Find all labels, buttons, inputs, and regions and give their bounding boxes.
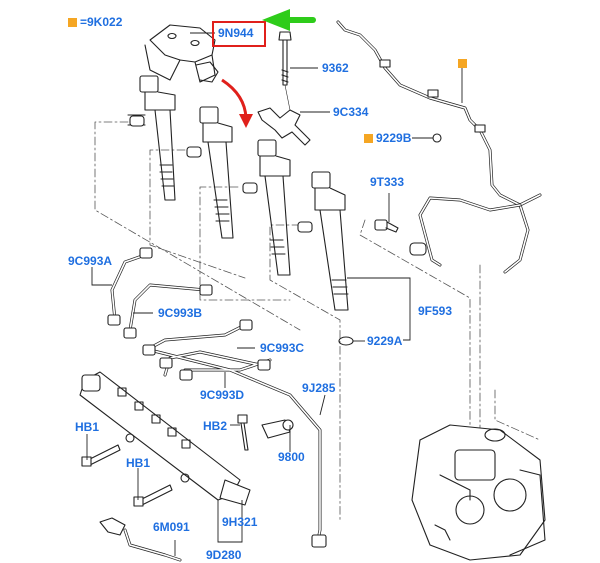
part-label-9C993C[interactable]: 9C993C [260, 341, 305, 355]
part-label-9D280[interactable]: 9D280 [206, 548, 242, 562]
injector-3 [242, 139, 291, 276]
part-label-9H321[interactable]: 9H321 [222, 515, 258, 529]
injector-2 [186, 106, 234, 239]
connector-9T333 [374, 219, 427, 256]
part-label-6M091[interactable]: 6M091 [153, 520, 190, 534]
injector-clamp [144, 24, 219, 83]
high-pressure-pump [411, 424, 546, 561]
bolt-hb1-lower [133, 484, 173, 507]
part-label-HB1-lower[interactable]: HB1 [126, 456, 151, 470]
part-label-9362[interactable]: 9362 [322, 61, 349, 75]
o-ring-9229A [338, 336, 354, 346]
injector-4 [297, 171, 349, 311]
red-arrowhead-icon [239, 114, 253, 128]
green-arrow-icon [262, 9, 316, 31]
legend-marker-icon [68, 18, 77, 27]
part-label-9C334[interactable]: 9C334 [333, 105, 369, 119]
injector-1 [127, 75, 176, 201]
part-marker-9K022-icon [458, 59, 467, 68]
part-label-9N944[interactable]: 9N944 [218, 26, 254, 40]
part-label-HB1-upper[interactable]: HB1 [75, 420, 100, 434]
washer-9229B [432, 133, 442, 143]
clamp-fork-9C334 [257, 107, 311, 146]
part-label-9C993B[interactable]: 9C993B [158, 306, 203, 320]
leak-off-hose [336, 20, 542, 274]
part-label-9800[interactable]: 9800 [278, 450, 305, 464]
fuel-line-nuts [107, 247, 327, 548]
bracket-9800 [261, 419, 294, 439]
bolt-hb2 [237, 414, 249, 451]
bolt-9362 [278, 31, 293, 121]
highlight-box [212, 21, 266, 47]
legend-text: =9K022 [80, 15, 123, 29]
part-label-9C993A[interactable]: 9C993A [68, 254, 113, 268]
part-label-9T333[interactable]: 9T333 [370, 175, 405, 189]
fuel-rail [79, 371, 251, 506]
part-label-9C993D[interactable]: 9C993D [200, 388, 245, 402]
part-label-9229A[interactable]: 9229A [367, 334, 403, 348]
part-label-9J285[interactable]: 9J285 [302, 381, 336, 395]
leader-lines [86, 32, 463, 556]
part-marker-9229B-icon [364, 134, 373, 143]
part-label-HB2[interactable]: HB2 [203, 419, 228, 433]
red-arrow-icon [221, 78, 248, 119]
part-label-9F593[interactable]: 9F593 [418, 304, 453, 318]
sensor-6M091 [99, 517, 182, 562]
bolt-hb1-upper [81, 444, 121, 467]
part-label-9229B[interactable]: 9229B [376, 131, 412, 145]
